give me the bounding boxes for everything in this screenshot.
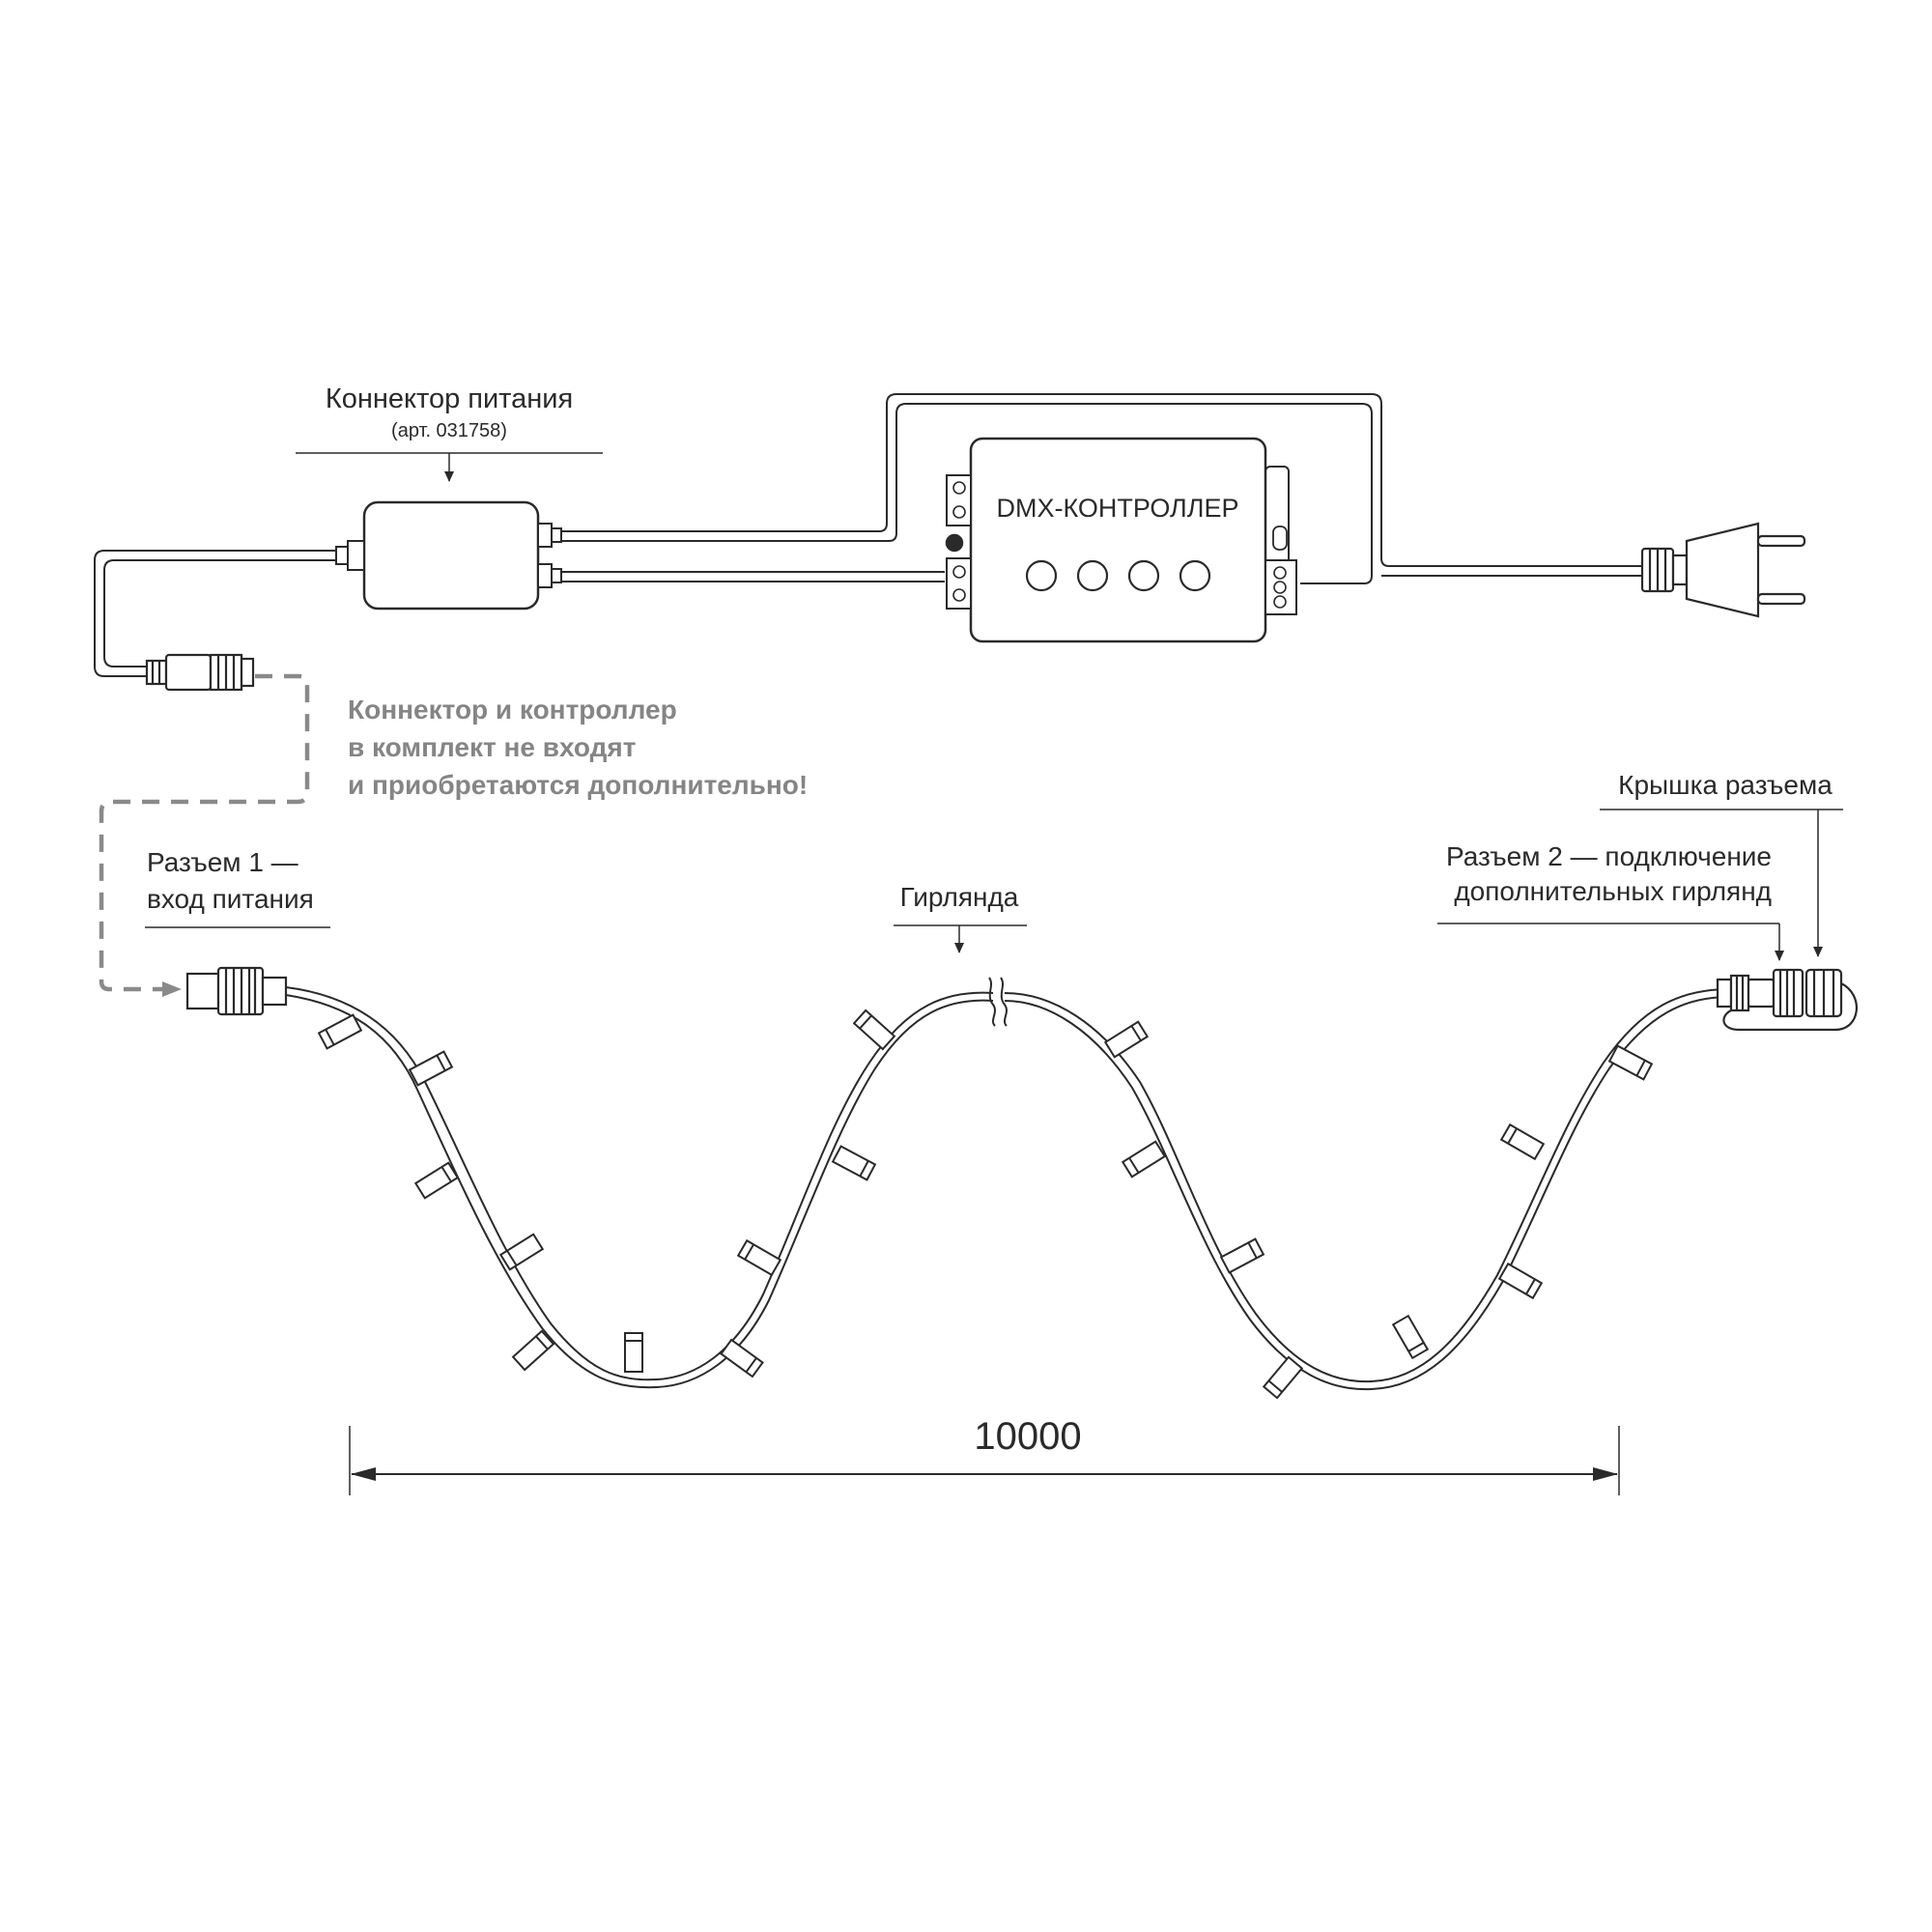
garland-bulbs bbox=[317, 1009, 1654, 1400]
garland-callout: Гирлянда bbox=[894, 882, 1027, 953]
wires bbox=[94, 393, 1642, 677]
led-bulb bbox=[1219, 1237, 1265, 1274]
dmx-controller bbox=[945, 437, 1297, 643]
power-connector-title: Коннектор питания bbox=[326, 384, 573, 414]
controller-button-3 bbox=[1127, 559, 1160, 592]
led-bulb bbox=[1262, 1355, 1304, 1400]
notice-line-2: в комплект не входят bbox=[348, 732, 636, 762]
connector-2-icon bbox=[1716, 968, 1804, 1018]
led-bulb bbox=[317, 1013, 363, 1050]
cap-label: Крышка разъема bbox=[1618, 770, 1833, 800]
power-connector-callout: Коннектор питания (арт. 031758) bbox=[296, 384, 603, 482]
led-bulb bbox=[1499, 1122, 1546, 1161]
connector-1-icon bbox=[185, 966, 288, 1016]
connector-1-line-2: вход питания bbox=[147, 884, 314, 914]
upstream-connector-icon bbox=[145, 653, 255, 692]
connector-2-line-2: дополнительных гирлянд bbox=[1454, 876, 1772, 906]
power-connector-box bbox=[335, 500, 562, 611]
notice-line-1: Коннектор и контроллер bbox=[348, 695, 677, 724]
controller-button-1 bbox=[1025, 559, 1058, 592]
connector-1-callout: Разъем 1 — вход питания bbox=[145, 847, 330, 928]
led-bulb bbox=[1497, 1262, 1544, 1300]
led-bulb bbox=[831, 1145, 877, 1181]
controller-button-2 bbox=[1076, 559, 1109, 592]
led-bulb bbox=[413, 1161, 460, 1200]
led-bulb bbox=[624, 1332, 643, 1373]
garland-label: Гирлянда bbox=[900, 882, 1019, 912]
power-plug-icon bbox=[1640, 522, 1806, 618]
led-bulb bbox=[408, 1050, 454, 1087]
notice-text: Коннектор и контроллер в комплект не вхо… bbox=[348, 695, 808, 800]
controller-label: DMX-КОНТРОЛЛЕР bbox=[997, 494, 1239, 523]
led-bulb bbox=[1391, 1314, 1430, 1360]
connector-2-callout: Разъем 2 — подключение дополнительных ги… bbox=[1437, 841, 1784, 961]
connector-cap-icon bbox=[1722, 968, 1858, 1032]
garland-wire bbox=[285, 977, 1730, 1391]
led-bulb bbox=[511, 1329, 555, 1372]
cap-callout: Крышка разъема bbox=[1600, 770, 1843, 957]
led-bulb bbox=[498, 1233, 545, 1271]
controller-button-4 bbox=[1179, 559, 1211, 592]
led-bulb bbox=[1103, 1020, 1150, 1059]
led-bulb bbox=[720, 1338, 764, 1378]
led-bulb bbox=[1121, 1140, 1167, 1179]
notice-line-3: и приобретаются дополнительно! bbox=[348, 770, 808, 800]
power-connector-article: (арт. 031758) bbox=[391, 420, 507, 441]
optional-connection-line bbox=[99, 673, 310, 997]
connector-1-line-1: Разъем 1 — bbox=[147, 847, 298, 877]
length-value: 10000 bbox=[974, 1415, 1081, 1458]
led-bulb bbox=[736, 1238, 782, 1277]
led-bulb bbox=[852, 1009, 896, 1051]
led-bulb bbox=[1607, 1044, 1654, 1081]
connector-2-line-1: Разъем 2 — подключение bbox=[1446, 841, 1772, 871]
length-dimension: 10000 bbox=[349, 1415, 1620, 1495]
